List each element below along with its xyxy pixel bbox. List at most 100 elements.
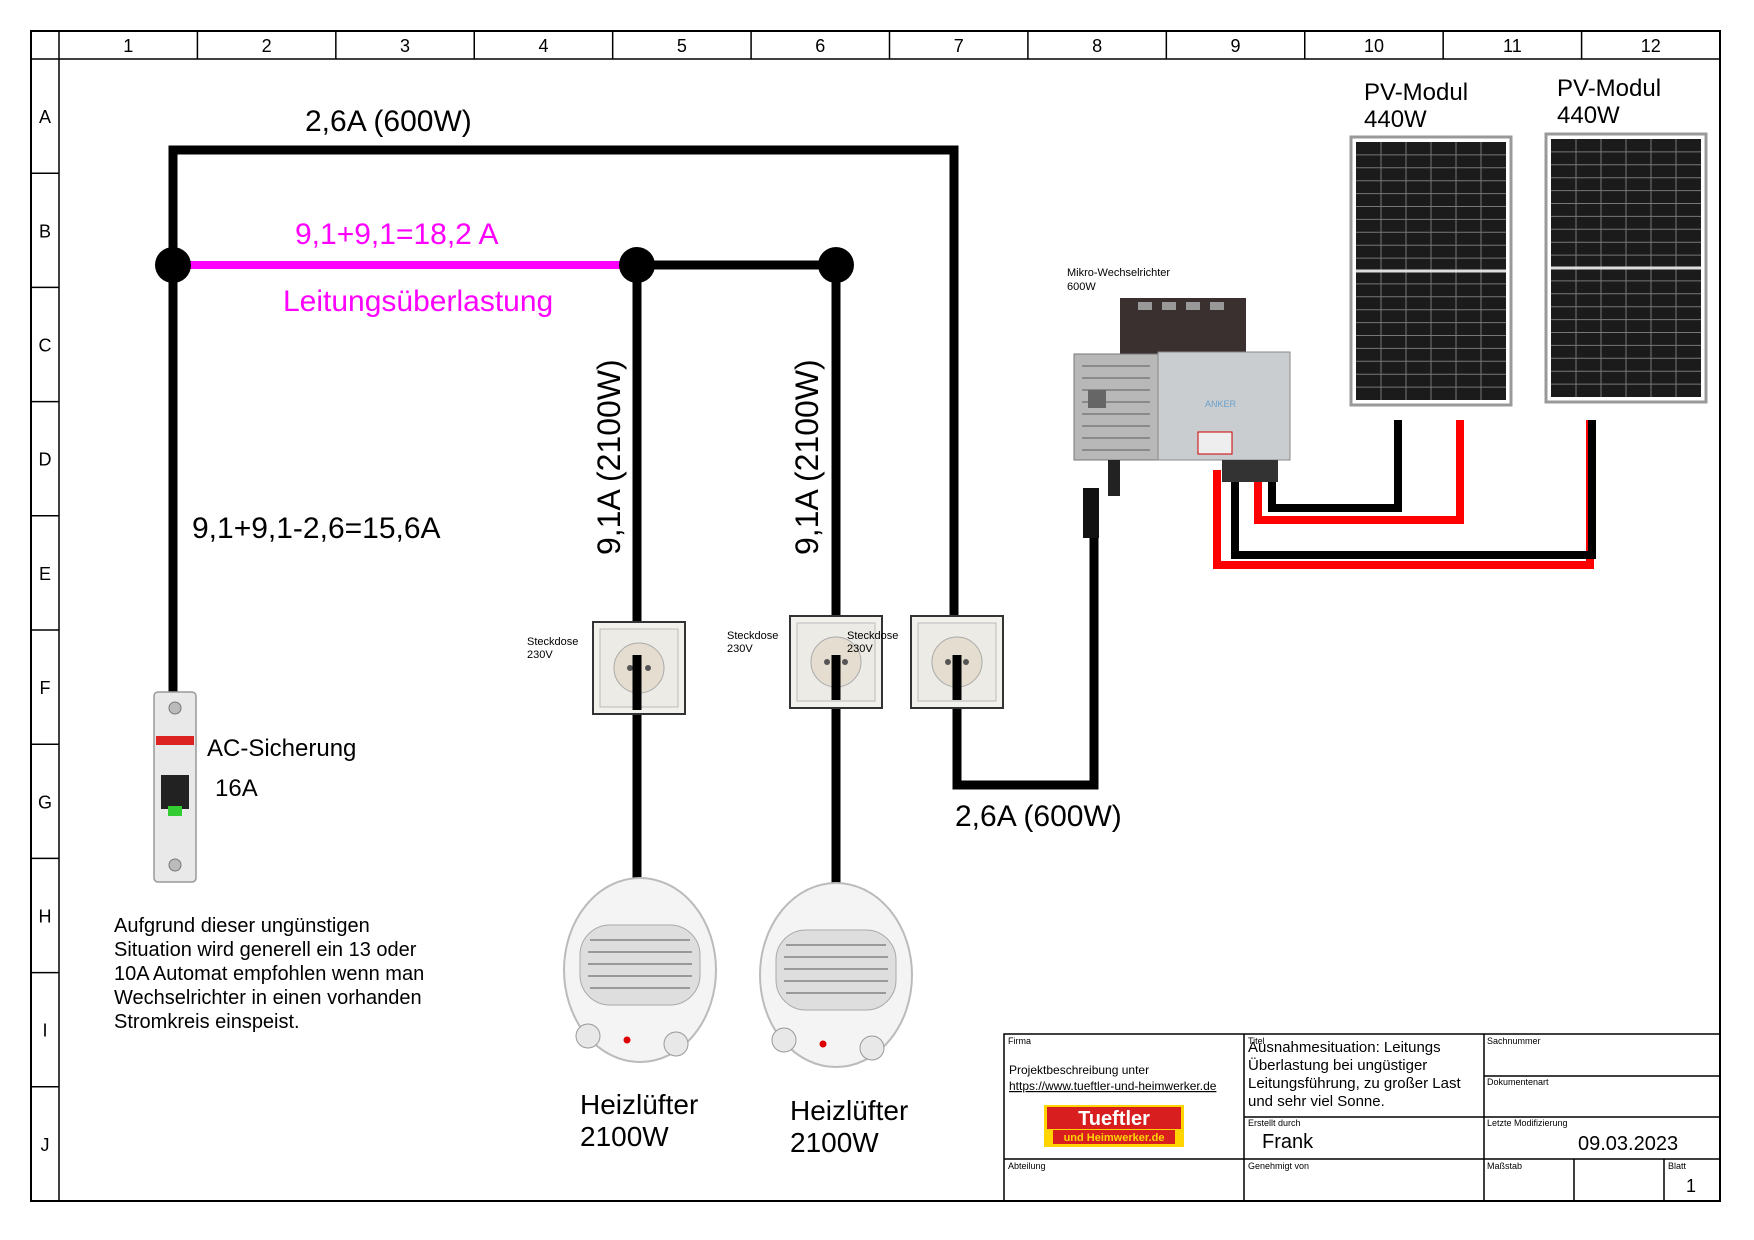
tueftler-logo: Tueftler und Heimwerker.de — [1044, 1105, 1184, 1147]
socket-2-voltage: 230V — [727, 643, 753, 655]
dokumentenart-label: Dokumentenart — [1487, 1077, 1549, 1087]
column-label: 6 — [815, 36, 825, 56]
overload-text-label: Leitungsüberlastung — [283, 285, 553, 318]
cords-over-sockets — [632, 655, 962, 710]
pv-module-2-power: 440W — [1557, 102, 1620, 129]
pv2-minus-wire — [1231, 470, 1592, 559]
genehmigt-label: Genehmigt von — [1248, 1161, 1309, 1171]
pv2-minus-wire-up — [1235, 420, 1596, 559]
modified-label: Letzte Modifizierung — [1487, 1118, 1568, 1128]
heater-1-name: Heizlüfter — [580, 1089, 698, 1120]
main-wires — [168, 145, 1099, 900]
pv-module-1 — [1349, 135, 1513, 407]
note-line: Situation wird generell ein 13 oder — [114, 939, 417, 961]
column-label: 2 — [262, 36, 272, 56]
row-label: J — [41, 1135, 50, 1155]
pv1-minus-wire — [1268, 420, 1402, 512]
title-line: Leitungsführung, zu großer Last — [1248, 1075, 1461, 1092]
column-label: 4 — [538, 36, 548, 56]
inverter-name: Mikro-Wechselrichter — [1067, 267, 1170, 279]
note-line: Wechselrichter in einen vorhanden — [114, 987, 422, 1009]
column-label: 9 — [1231, 36, 1241, 56]
junction-node — [818, 247, 854, 283]
column-label: 7 — [954, 36, 964, 56]
row-label: E — [39, 564, 51, 584]
blatt-value: 1 — [1686, 1176, 1696, 1196]
heater-1-power: 2100W — [580, 1121, 669, 1152]
title-line: und sehr viel Sonne. — [1248, 1093, 1385, 1110]
branch1-current-label: 9,1A (2100W) — [591, 359, 627, 555]
pv-module-2 — [1544, 132, 1708, 404]
socket-1-name: Steckdose — [527, 636, 578, 648]
ac-breaker — [153, 691, 197, 883]
pv-dc-wires — [1213, 420, 1596, 569]
note-line: Stromkreis einspeist. — [114, 1011, 300, 1033]
firma-url[interactable]: https://www.tueftler-und-heimwerker.de — [1009, 1079, 1217, 1093]
column-label: 8 — [1092, 36, 1102, 56]
blatt-label: Blatt — [1668, 1161, 1687, 1171]
socket-1-voltage: 230V — [527, 649, 553, 661]
left-current-label: 9,1+9,1-2,6=15,6A — [192, 512, 441, 545]
column-dividers — [196, 31, 1583, 59]
row-label: F — [40, 678, 51, 698]
top-current-label: 2,6A (600W) — [305, 105, 472, 138]
heater-2-power: 2100W — [790, 1127, 879, 1158]
branch2-current-label: 9,1A (2100W) — [789, 359, 825, 555]
erstellt-label: Erstellt durch — [1248, 1118, 1301, 1128]
pv1-plus-wire — [1254, 420, 1464, 524]
top-loop-wire — [168, 145, 959, 700]
column-label: 10 — [1364, 36, 1384, 56]
heater-1 — [563, 877, 717, 1063]
row-dividers — [31, 172, 59, 1088]
inverter-power: 600W — [1067, 281, 1096, 293]
note-text: Aufgrund dieser ungünstigen Situation wi… — [114, 915, 424, 1033]
note-line: Aufgrund dieser ungünstigen — [114, 915, 370, 937]
inverter-brand: ANKER — [1205, 399, 1237, 409]
massstab-label: Maßstab — [1487, 1161, 1522, 1171]
pv-module-1-name: PV-Modul — [1364, 79, 1468, 106]
modified-value: 09.03.2023 — [1578, 1133, 1678, 1155]
heater-2 — [759, 882, 913, 1068]
row-label: A — [39, 107, 51, 127]
logo-bottom: und Heimwerker.de — [1064, 1132, 1165, 1144]
abteilung-label: Abteilung — [1008, 1161, 1046, 1171]
overload-sum-label: 9,1+9,1=18,2 A — [295, 218, 499, 251]
pv-module-1-power: 440W — [1364, 106, 1427, 133]
inverter-current-label: 2,6A (600W) — [955, 800, 1122, 833]
row-label: H — [39, 907, 52, 927]
title-block — [1003, 1033, 1721, 1202]
breaker-rating: 16A — [215, 775, 258, 802]
title-line: Überlastung bei ungüstiger — [1248, 1056, 1427, 1074]
outer-frame — [30, 30, 1721, 1202]
column-label: 12 — [1641, 36, 1661, 56]
junction-node — [155, 247, 191, 283]
column-label: 5 — [677, 36, 687, 56]
junction-node — [619, 247, 655, 283]
firma-label: Firma — [1008, 1036, 1031, 1046]
row-labels: A B C D E F G H I J — [38, 107, 52, 1155]
row-label: I — [42, 1021, 47, 1041]
socket-3-voltage: 230V — [847, 643, 873, 655]
column-label: 1 — [123, 36, 133, 56]
breaker-label: AC-Sicherung — [207, 735, 356, 762]
column-label: 11 — [1503, 36, 1522, 56]
socket-2-name: Steckdose — [727, 630, 778, 642]
socket-3-name: Steckdose — [847, 630, 898, 642]
title-line: Ausnahmesituation: Leitungs — [1248, 1039, 1441, 1056]
row-label: B — [39, 221, 51, 241]
sachnummer-label: Sachnummer — [1487, 1036, 1541, 1046]
note-line: 10A Automat empfohlen wenn man — [114, 963, 424, 985]
column-label: 3 — [400, 36, 410, 56]
micro-inverter: ANKER — [1073, 298, 1291, 538]
row-label: D — [39, 450, 52, 470]
erstellt-value: Frank — [1262, 1131, 1314, 1153]
row-label: G — [38, 792, 52, 812]
sockets — [592, 615, 1004, 715]
logo-top: Tueftler — [1078, 1108, 1150, 1130]
pv-module-2-name: PV-Modul — [1557, 75, 1661, 102]
heater-2-name: Heizlüfter — [790, 1095, 908, 1126]
row-label: C — [39, 336, 52, 356]
inverter-ac-wire — [952, 515, 1099, 790]
